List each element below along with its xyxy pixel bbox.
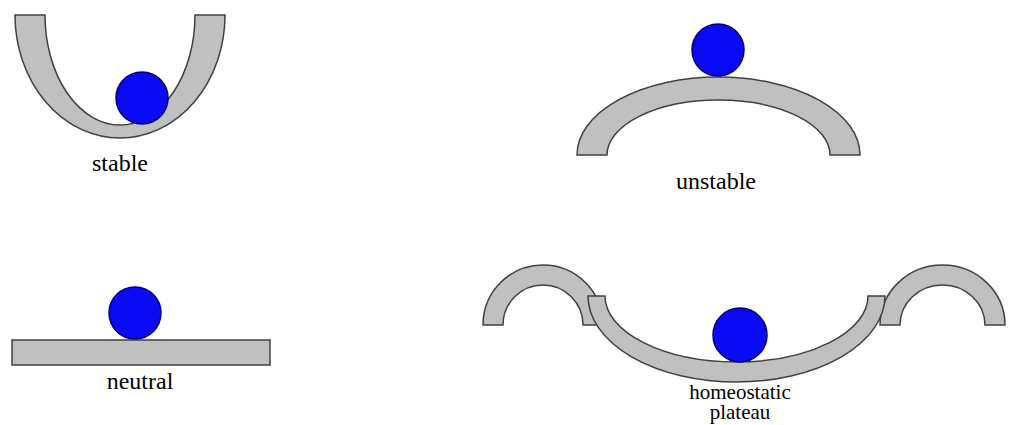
ball <box>116 72 168 124</box>
state-label: neutral <box>40 368 240 394</box>
state-label: homeostatic plateau <box>665 382 815 422</box>
arch-shape <box>577 77 860 155</box>
arch-shape <box>483 265 603 325</box>
bowl-shape <box>15 15 225 138</box>
state-label: stable <box>20 150 220 176</box>
ball <box>713 308 767 362</box>
flat-bar <box>12 340 270 365</box>
arch-shape <box>880 265 1005 325</box>
bowl-shape <box>588 296 885 382</box>
state-label: unstable <box>606 168 826 194</box>
ball <box>692 24 744 76</box>
ball <box>109 287 161 339</box>
